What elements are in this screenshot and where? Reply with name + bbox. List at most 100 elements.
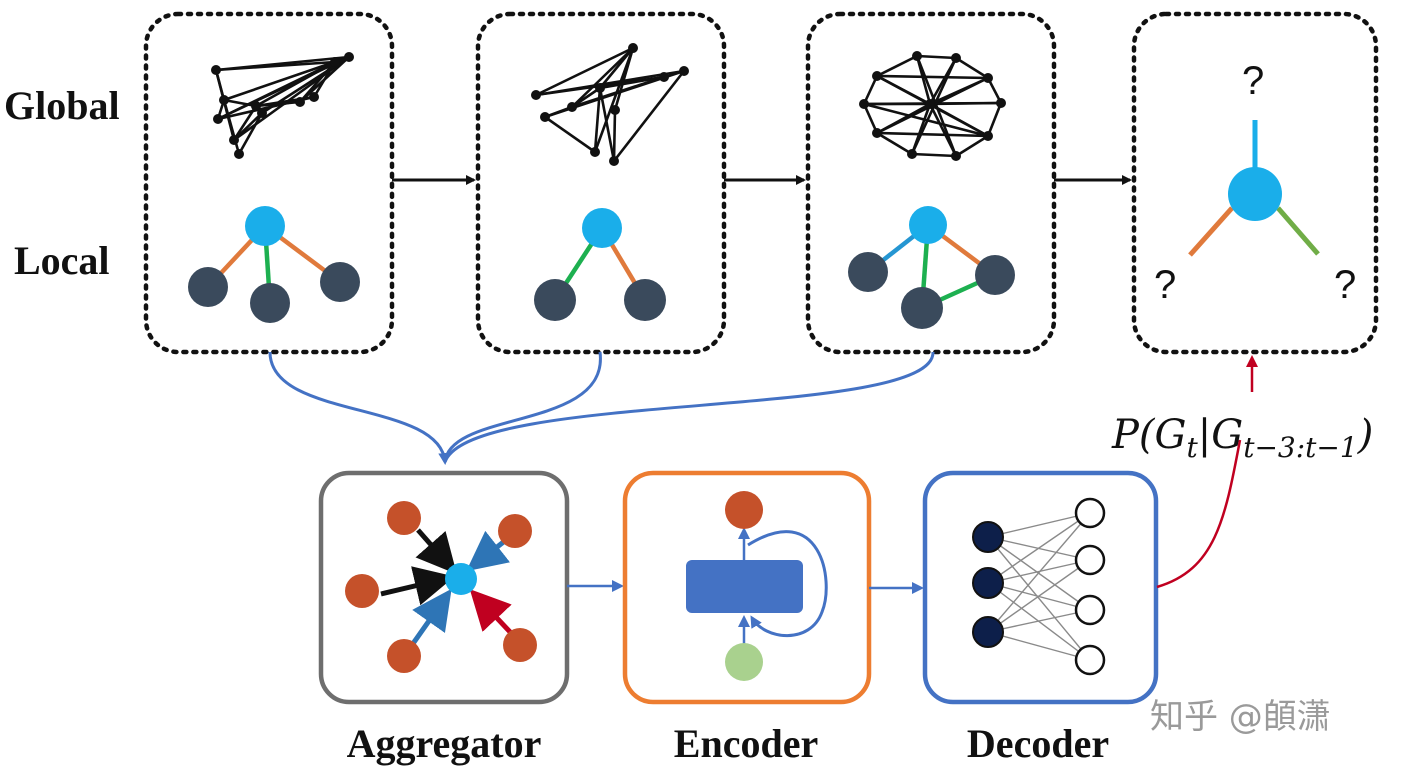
output-neuron — [1074, 644, 1106, 676]
center-node — [245, 206, 285, 246]
snapshot-box-2 — [475, 11, 727, 355]
decoder-network — [972, 497, 1106, 676]
graph-edge — [876, 54, 918, 78]
network-connection — [987, 536, 1091, 661]
graph-node — [219, 95, 229, 105]
unknown-neighbor-right: ? — [1334, 263, 1356, 307]
local-graph-2 — [534, 208, 666, 321]
neighbor-node — [345, 574, 379, 608]
local-graph-3 — [848, 206, 1015, 329]
graph-edge — [863, 102, 989, 138]
graph-edge — [544, 115, 596, 154]
graph-edge — [876, 131, 989, 138]
graph-node — [628, 43, 638, 53]
center-node — [582, 208, 622, 248]
unknown-neighbor-left: ? — [1154, 263, 1176, 307]
graph-edge — [571, 47, 634, 108]
graph-edge — [911, 152, 957, 158]
neighbor-node — [901, 287, 943, 329]
decoder-box — [922, 470, 1159, 705]
input-neuron — [972, 521, 1004, 553]
graph-node — [872, 71, 882, 81]
unknown-edge — [1188, 206, 1234, 257]
graph-edge — [598, 47, 635, 89]
graph-node — [609, 156, 619, 166]
center-node — [909, 206, 947, 244]
graph-node — [996, 98, 1006, 108]
graph-node — [531, 90, 541, 100]
graph-edge — [916, 54, 957, 60]
graph-edge — [613, 47, 635, 111]
snapshot-box-3 — [805, 11, 1057, 355]
graph-node — [859, 99, 869, 109]
graph-edge — [223, 98, 257, 108]
hidden-state-node — [725, 491, 763, 529]
graph-node — [309, 92, 319, 102]
snapshot-3-to-aggregator — [443, 351, 935, 463]
message-arrow — [415, 528, 457, 575]
graph-node — [567, 102, 577, 112]
prediction-box — [1131, 11, 1379, 355]
global-graph-1 — [211, 52, 354, 159]
neighbor-node — [503, 628, 537, 662]
graph-edge — [237, 112, 264, 155]
graph-edge — [598, 87, 616, 162]
graph-edge — [222, 99, 241, 155]
graph-node — [659, 72, 669, 82]
graph-node — [211, 65, 221, 75]
graph-node — [229, 135, 239, 145]
graph-edge — [217, 55, 350, 121]
network-connection — [987, 559, 1091, 633]
network-connection — [987, 631, 1091, 661]
decoder-to-formula-line — [1156, 439, 1242, 589]
graph-node — [907, 149, 917, 159]
input-neuron — [972, 616, 1004, 648]
neighbor-node — [387, 639, 421, 673]
rnn-cell — [686, 560, 803, 613]
graph-node — [257, 108, 267, 118]
snapshot-box-1 — [143, 11, 395, 355]
message-arrow — [469, 589, 513, 635]
graph-node — [540, 112, 550, 122]
graph-edge — [876, 74, 989, 80]
graph-node — [213, 114, 223, 124]
aggregator-box — [318, 470, 570, 705]
decoder-label: Decoder — [967, 721, 1109, 766]
center-node — [445, 563, 477, 595]
graph-node — [330, 57, 340, 67]
message-arrow — [466, 530, 511, 572]
network-connection — [987, 512, 1091, 538]
graph-edge — [862, 75, 879, 105]
neighbor-node — [387, 501, 421, 535]
snapshot-1-to-aggregator — [268, 351, 451, 465]
neighbor-node — [250, 283, 290, 323]
graph-edge — [571, 86, 601, 109]
network-connection — [987, 609, 1091, 633]
output-neuron — [1074, 497, 1106, 529]
graph-node — [951, 53, 961, 63]
graph-node — [679, 66, 689, 76]
global-label: Global — [4, 83, 120, 128]
graph-edge — [233, 112, 263, 141]
network-connection — [987, 512, 1091, 584]
graph-edge — [612, 109, 617, 162]
graph-node — [595, 83, 605, 93]
input-node — [725, 643, 763, 681]
graph-edge — [612, 70, 686, 162]
neighbor-node — [320, 262, 360, 302]
neighbor-node — [188, 267, 228, 307]
target-node — [1228, 167, 1282, 221]
aggregator-graph — [345, 501, 537, 673]
local-graph-1 — [188, 206, 360, 323]
predicted-graph: ? ? ? — [1154, 59, 1356, 307]
graph-node — [925, 99, 935, 109]
message-arrow — [380, 566, 455, 606]
graph-node — [610, 105, 620, 115]
graph-node — [983, 73, 993, 83]
encoder-label: Encoder — [674, 721, 818, 766]
unknown-neighbor-top: ? — [1242, 59, 1264, 103]
graph-edge — [955, 134, 989, 158]
unknown-edge — [1276, 206, 1320, 256]
